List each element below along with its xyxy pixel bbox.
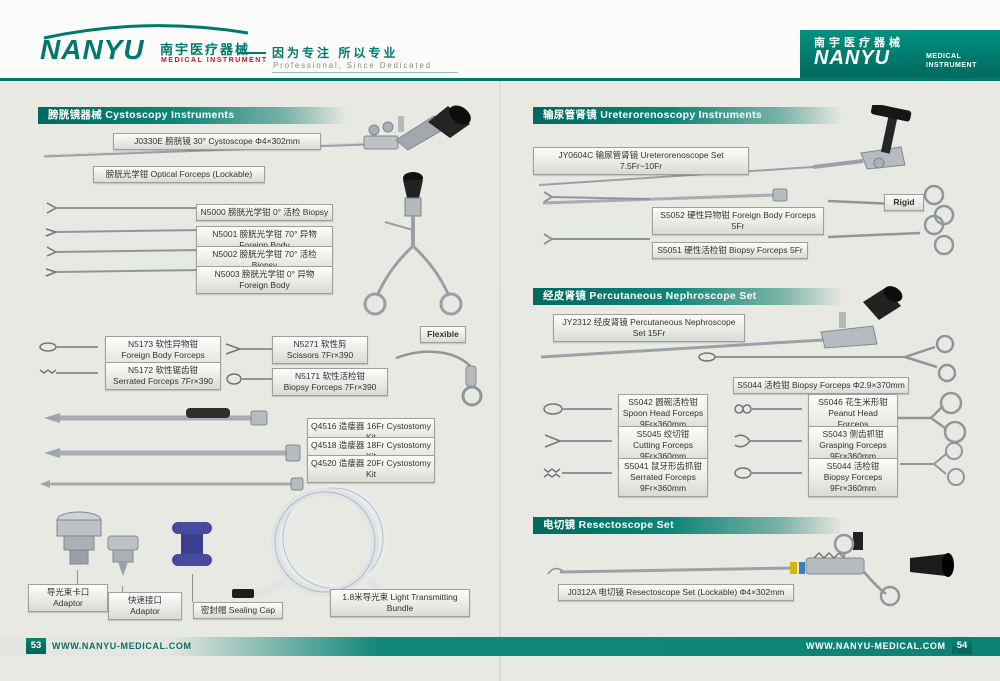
page-number-right: 54 [952,638,972,654]
slogan-en: Professional, Since Dedicated [273,61,432,70]
page-fold [499,81,501,681]
flexible-tip-serrated-image [39,369,98,374]
tip-biopsy-image [734,467,802,479]
slogan-cn: 因为专注 所以专业 [272,46,399,60]
product-label-j0330e: J0330E 膀胱镜 30° Cystoscope Φ4×302mm [113,133,321,151]
product-label-s5044-long: S5044 活检钳 Biopsy Forceps Φ2.9×370mm [733,377,909,395]
product-label-s5041: S5041 鼠牙形齿抓钳 Serrated Forceps 9Fr×360mm [618,458,708,498]
quick-adaptor-image [107,535,139,576]
header-rule [0,78,1000,81]
optical-forceps-rods-image [45,202,203,277]
flexible-forceps-image [395,350,483,407]
logo-swoosh-icon [43,24,249,40]
product-label-n5172: N5172 软性锯齿钳 Serrated Forceps 7Fr×390 [105,362,221,391]
product-label-jy2312: JY2312 经皮肾镜 Percutaneous Nephroscope Set… [553,314,745,343]
flexible-tip-foreign-body-image [39,342,98,352]
tip-peanut-head-image [734,404,802,414]
section-title-ureterorenoscopy: 输尿管肾镜 Ureterorenoscopy Instruments [533,107,843,124]
corner-cn-text: 南宇医疗器械 [814,37,904,49]
flexible-tag: Flexible [420,326,466,344]
corner-sub2-text: INSTRUMENT [926,62,977,69]
rigid-tag: Rigid [884,194,924,212]
slogan-underline [272,72,458,73]
product-label-s5043: S5043 侧齿抓钳 Grasping Forceps 9Fr×360mm [808,426,898,466]
leader-line [192,574,193,602]
section-title-resectoscope: 电切镜 Resectoscope Set [533,517,843,534]
nephroscope-image [540,286,903,359]
section-title-cystoscopy: 膀胱镜器械 Cystoscopy Instruments [38,107,348,124]
tip-cutting-image [544,434,612,448]
product-label-q4520: Q4520 造瘘器 20Fr Cystostomy Kit [307,455,435,484]
leader-line [122,586,123,592]
product-label-n5171: N5171 软性活检钳 Biopsy Forceps 7Fr×390 [272,368,388,397]
tip-serrated-image [543,468,612,478]
nephro-biopsy-forceps-image [698,335,957,383]
tip-spoon-head-image [543,403,612,415]
rigid-forceps-image [543,184,955,256]
grid-forceps-handle-b-image [900,442,965,486]
leader-line [77,570,78,584]
corner-sub1-text: MEDICAL [926,53,962,60]
product-label-s5051: S5051 硬性活检钳 Biopsy Forceps 5Fr [652,242,808,260]
resectoscope-image [547,532,954,607]
product-label-n5003: N5003 膀胱光学钳 0° 异物 Foreign Body [196,266,333,295]
product-label-sealing-cap: 密封帽 Sealing Cap [193,602,283,620]
footer-band [0,637,1000,656]
grid-forceps-handle-a-image [895,391,967,444]
product-label-n5271: N5271 软性剪 Scissors 7Fr×390 [272,336,368,365]
product-label-quick-adaptor: 快速接口 Adaptor [108,592,182,621]
slogan-dash [238,52,266,54]
tip-grasping-image [734,434,802,448]
ureteroscope-image [538,105,912,205]
bayonet-adaptor-image [56,511,102,565]
cystostomy-trocars-image [40,408,304,491]
product-label-s5044-short: S5044 活检钳 Biopsy Forceps 9Fr×360mm [808,458,898,498]
product-label-j0312a: J0312A 电切镜 Resectoscope Set (Lockable) Φ… [558,584,794,602]
product-label-n5000: N5000 膀胱光学钳 0° 活检 Biopsy [196,204,333,222]
page-number-left: 53 [26,638,46,654]
sealing-cap-image [172,522,212,566]
product-label-bayonet-adaptor: 导光束卡口 Adaptor [28,584,108,613]
brand-logo: NANYU [40,34,145,65]
optical-forceps-handle-image [363,172,463,316]
footer-url-right: WWW.NANYU-MEDICAL.COM [806,641,946,651]
product-label-s5052: S5052 硬性异物钳 Foreign Body Forceps 5Fr [652,207,824,236]
corner-brand-block: 南宇医疗器械 NANYU MEDICAL INSTRUMENT [800,30,1000,78]
corner-brand-text: NANYU [814,47,891,69]
product-label-jy0604c: JY0604C 输尿管肾镜 Ureterorenoscope Set 7.5Fr… [533,147,749,176]
brand-subtitle: MEDICAL INSTRUMENT [161,57,268,64]
product-label-optical-forceps: 膀胱光学钳 Optical Forceps (Lockable) [93,166,265,184]
brand-cn-text: 南宇医疗器械 [160,42,251,57]
footer-url-left: WWW.NANYU-MEDICAL.COM [52,641,192,651]
section-title-nephroscope: 经皮肾镜 Percutaneous Nephroscope Set [533,288,843,305]
product-label-light-bundle: 1.8米导光束 Light Transmitting Bundle [330,589,470,618]
